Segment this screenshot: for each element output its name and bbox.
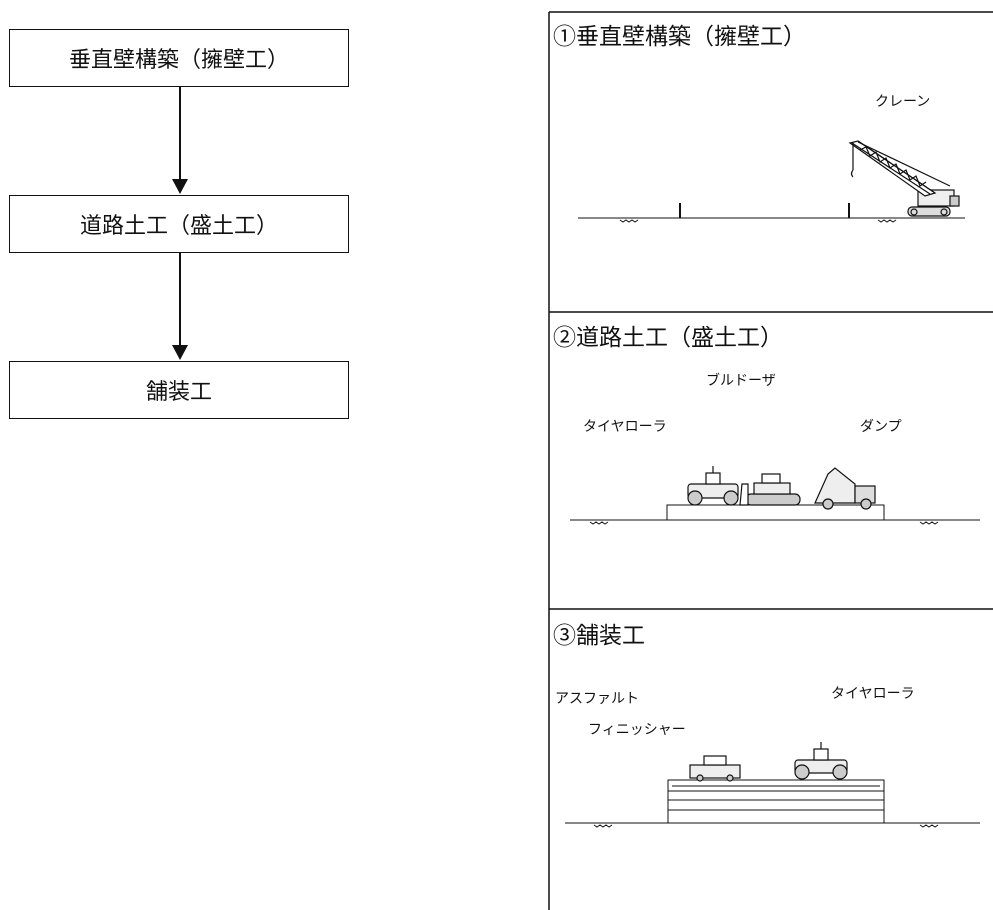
asphalt-finisher-icon — [689, 755, 741, 782]
panel2-ground — [570, 504, 980, 525]
bulldozer-label: ブルドーザ — [706, 373, 776, 389]
panel-title: ②道路土工（盛土工） — [553, 325, 783, 351]
panel1-ground — [578, 217, 965, 223]
flow-arrow-icon — [172, 87, 188, 194]
flow-step-label: 道路土工（盛土工） — [79, 214, 278, 239]
tire-roller-icon — [794, 742, 848, 780]
tire-roller-icon — [687, 466, 739, 506]
flow-step-label: 垂直壁構築（擁壁工） — [68, 48, 289, 73]
flow-step-retaining-wall: 垂直壁構築（擁壁工） — [9, 29, 349, 87]
asphalt-finisher-label-line2: フィニッシャー — [588, 722, 686, 738]
asphalt-finisher-label: アスファルト — [555, 691, 639, 707]
flow-step-road-earthwork: 道路土工（盛土工） — [9, 195, 349, 253]
tire-roller-label: タイヤローラ — [583, 419, 667, 435]
panel-title: ③舗装工 — [553, 623, 645, 649]
flow-arrow-icon — [172, 253, 188, 360]
panel-title: ①垂直壁構築（擁壁工） — [553, 24, 806, 50]
flow-step-label: 舗装工 — [145, 380, 212, 405]
panel3-ground — [565, 779, 980, 828]
bulldozer-icon — [739, 473, 801, 506]
flow-step-paving: 舗装工 — [9, 361, 349, 419]
panel-frame — [548, 11, 993, 910]
dump-label: ダンプ — [860, 419, 902, 435]
crane-label: クレーン — [875, 94, 931, 110]
tire-roller-label: タイヤローラ — [831, 686, 915, 702]
crane-icon — [848, 140, 960, 217]
dump-truck-icon — [814, 467, 876, 510]
